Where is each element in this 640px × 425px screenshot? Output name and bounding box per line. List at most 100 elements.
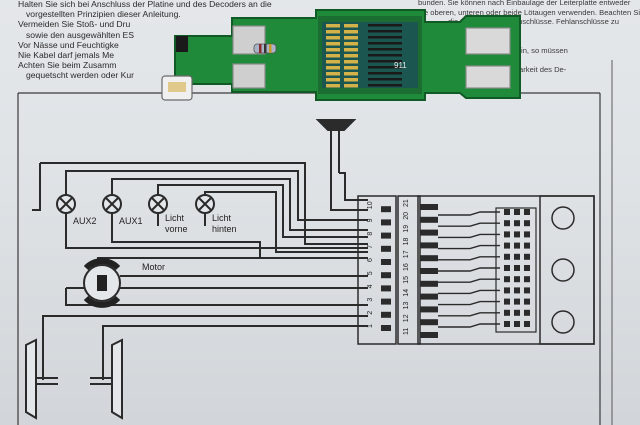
manual-line: sein, so müssen	[513, 45, 568, 55]
pin-number: 10	[367, 201, 374, 209]
pin-number: 12	[403, 314, 410, 322]
socket-pad	[504, 209, 510, 215]
pin-pad	[420, 268, 438, 274]
manual-line: die Markierung der Anschlüsse. Fehlansch…	[448, 17, 619, 27]
decoder-pin	[368, 72, 402, 75]
socket-pad	[514, 276, 520, 283]
pin-pad	[381, 272, 391, 279]
manual-line: lastbarkeit des De-	[503, 65, 567, 75]
manual-line: Achten Sie beim Zusamm	[18, 60, 117, 71]
pin-pad	[420, 216, 438, 223]
pcb-trace	[438, 233, 500, 239]
gold-pad	[344, 54, 358, 58]
pin-pad	[381, 232, 391, 239]
motor-icon	[83, 258, 121, 308]
gold-pad	[344, 72, 358, 76]
pin-number: 20	[403, 212, 410, 220]
pin-pad	[420, 293, 438, 300]
manual-line: Halten Sie sich bei Anschluss der Platin…	[18, 0, 272, 9]
pin-pad	[381, 259, 391, 265]
socket-pad	[524, 287, 530, 294]
socket-pad	[504, 231, 510, 238]
pcb-trace	[438, 256, 500, 261]
speaker-icon	[315, 119, 357, 180]
pin-number: 4	[367, 284, 374, 288]
socket-pad	[514, 287, 520, 294]
socket-pad	[524, 231, 530, 238]
pin-pad	[420, 204, 438, 210]
gold-pad	[344, 36, 358, 40]
socket-pad	[514, 242, 520, 249]
socket-pad	[504, 242, 510, 249]
socket-pad	[504, 276, 510, 283]
socket-pad	[504, 287, 510, 294]
decoder-pin	[368, 36, 402, 39]
socket-pad	[524, 321, 530, 327]
decoder-pin	[368, 42, 402, 45]
decoder-pin	[368, 60, 402, 63]
gold-pad	[326, 72, 340, 76]
lamp-icon	[148, 194, 168, 214]
manual-line: Nie Kabel darf jemals Me	[18, 49, 115, 60]
manual-line: Vor Nässe und Feuchtigke	[18, 39, 119, 50]
socket-pad	[504, 220, 510, 227]
pin-number: 19	[403, 225, 410, 233]
pin-pad	[381, 311, 391, 318]
pin-pad	[381, 325, 391, 331]
pin-number: 9	[367, 218, 374, 222]
pcb-trace	[438, 278, 500, 283]
gold-pad	[344, 66, 358, 70]
pin-number: 15	[403, 276, 410, 284]
pcb-trace	[438, 222, 500, 227]
pcb-trace	[438, 300, 500, 306]
pcb-trace	[438, 211, 500, 216]
gold-pad	[326, 48, 340, 52]
socket-pad	[524, 242, 530, 249]
pin-number: 6	[367, 258, 374, 262]
lamp-label-aux2: AUX2	[73, 216, 97, 226]
manual-text-right: bunden. Sie können nach Einbaulage der L…	[418, 0, 640, 76]
socket-pad	[514, 265, 520, 271]
pin-number: 8	[367, 232, 374, 236]
manual-line: Vermeiden Sie Stoß- und Dru	[18, 19, 131, 30]
pin-pad	[420, 242, 438, 249]
pin-number: 5	[367, 271, 374, 275]
pin-number: 2	[367, 311, 374, 315]
gold-pad	[344, 60, 358, 64]
socket-pad	[514, 209, 520, 215]
pin-pad	[420, 306, 438, 313]
gold-pad	[326, 24, 340, 28]
gold-pad	[344, 30, 358, 34]
pin-number: 17	[403, 250, 410, 258]
manual-line: bunden. Sie können nach Einbaulage der L…	[418, 0, 631, 7]
pcb-board: 911	[161, 9, 521, 101]
pin-number: 1	[367, 324, 374, 328]
pin-pad	[381, 245, 391, 252]
socket-pad	[504, 253, 510, 260]
motor-label: Motor	[142, 262, 165, 272]
pin-pad	[381, 219, 391, 226]
wheel-pickup-icons	[25, 338, 123, 420]
manual-line: die oberen, unteren oder beide Lötaugen …	[418, 7, 640, 17]
gold-pad	[344, 42, 358, 46]
pin-pad	[381, 206, 391, 213]
pin-number: 11	[403, 328, 410, 335]
lamp-icon	[102, 194, 122, 214]
socket-pad	[504, 309, 510, 316]
decoder-pin	[368, 54, 402, 57]
gold-pad	[344, 84, 358, 88]
socket-pad	[504, 298, 510, 305]
manual-text-left: Halten Sie sich bei Anschluss der Platin…	[18, 0, 272, 82]
pin-number: 3	[367, 298, 374, 302]
socket-pad	[524, 309, 530, 316]
decoder-pin	[368, 78, 402, 81]
lamp-icon	[56, 194, 76, 214]
pcb-footprint-drawing	[417, 195, 595, 345]
pcb-trace	[438, 323, 500, 328]
gold-pad	[326, 36, 340, 40]
